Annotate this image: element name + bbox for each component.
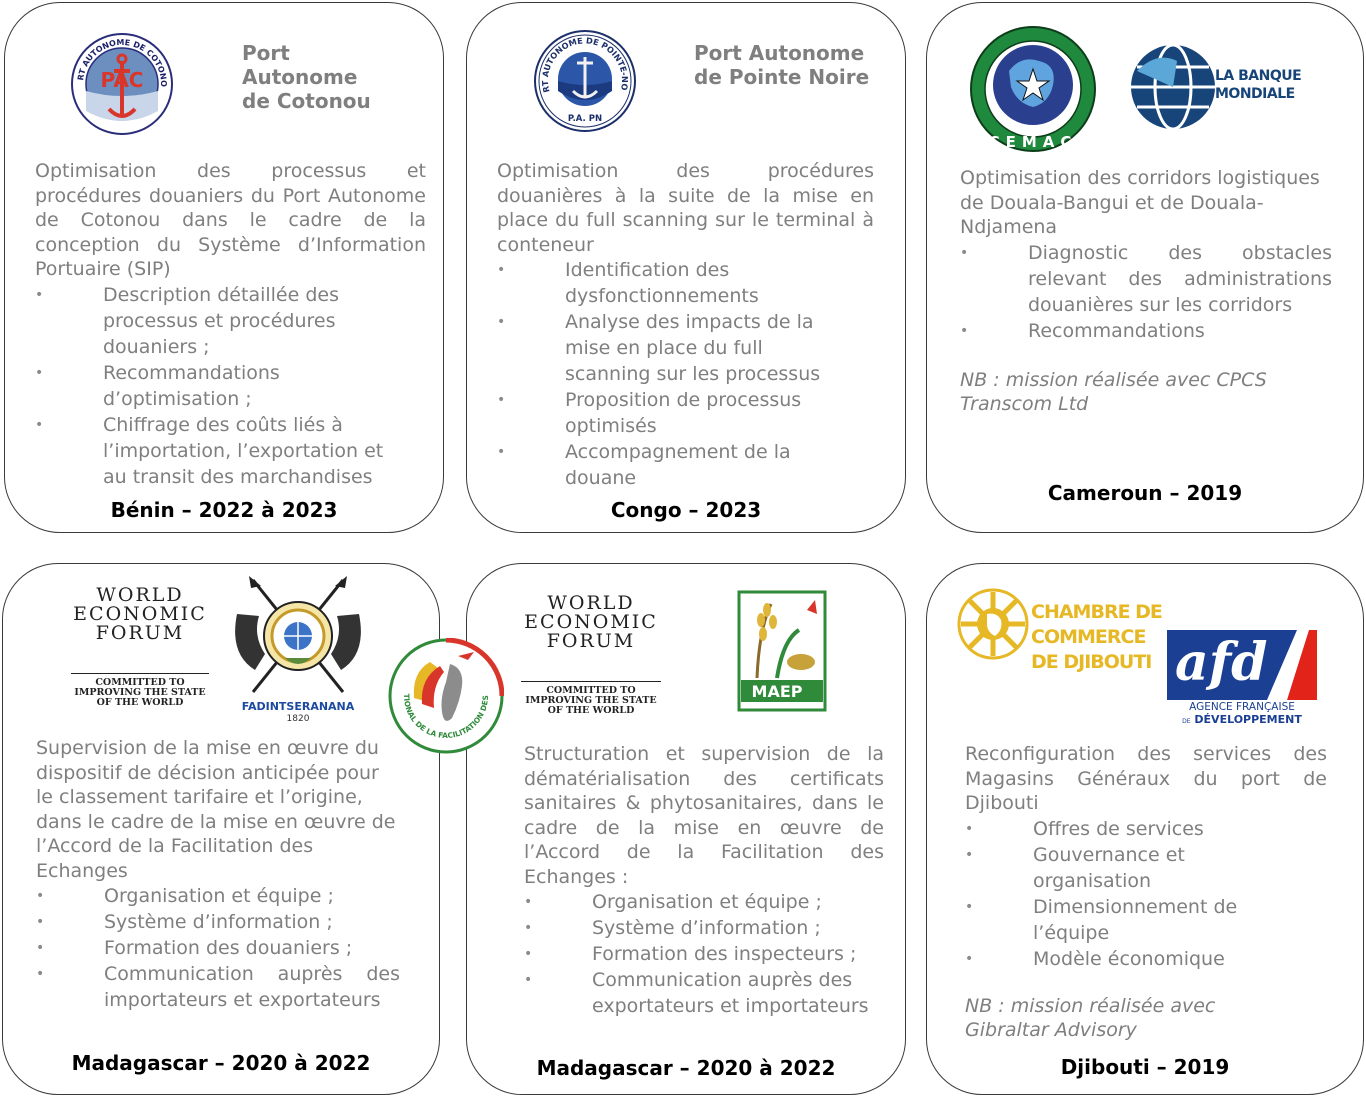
ccd-logo: CHAMBRE DE COMMERCE DE DJIBOUTI (957, 586, 1267, 673)
afd-line1: AGENCE FRANÇAISE (1189, 701, 1295, 713)
card-description: Supervision de la mise en œuvre du dispo… (36, 737, 396, 882)
bullet-list: Description détaillée des processus et p… (35, 282, 426, 490)
wef-logo: WORLD ECONOMIC FORUM COMMITTED TO IMPROV… (517, 592, 665, 716)
emblem-label: FADINTSERANANA (241, 700, 355, 713)
card-footer: Congo – 2023 (610, 498, 762, 522)
card-description: Reconfiguration des services des Magasin… (965, 743, 1327, 814)
wef-tag2: IMPROVING THE STATE (525, 695, 657, 706)
list-item: Chiffrage des coûts liés à l’importation… (35, 412, 426, 490)
wef-tag2: IMPROVING THE STATE (74, 687, 206, 698)
list-item: Recommandations (960, 318, 1332, 344)
list-item: Proposition de processus optimisés (497, 387, 874, 439)
list-item: Accompagnement de la douane (497, 439, 874, 491)
wef-tag3: OF THE WORLD (547, 705, 635, 716)
list-item: Identification des dysfonctionnements (497, 257, 874, 309)
wef-tag1: COMMITTED TO (95, 677, 185, 688)
papn-mark: P.A. PN (568, 114, 602, 124)
list-item: Organisation et équipe ; (524, 889, 884, 915)
pac-cotonou-logo: PORT AUTONOME DE COTONOU PAC (66, 24, 175, 137)
card-footer: Cameroun – 2019 (1047, 481, 1243, 505)
banque-mondiale-logo: LA BANQUE MONDIALE (1127, 41, 1317, 133)
afd-logo: afd AGENCE FRANÇAISE DE DÉVELOPPEMENT (1167, 630, 1317, 732)
list-item: Formation des douaniers ; (36, 935, 400, 961)
card-djibouti: CHAMBRE DE COMMERCE DE DJIBOUTI afd AGEN… (926, 563, 1364, 1095)
card-description: Optimisation des processus et procédures… (35, 160, 426, 280)
cnfe-logo: COMITÉ NATIONAL DE LA FACILITATION DES É… (384, 631, 505, 754)
nb-note: NB : mission réalisée avec CPCS Transcom… (960, 368, 1267, 416)
wef-logo: WORLD ECONOMIC FORUM COMMITTED TO IMPROV… (67, 584, 213, 708)
banque-mondiale-line1: LA BANQUE (1215, 68, 1302, 84)
bullet-list: Organisation et équipe ; Système d’infor… (36, 883, 400, 1013)
bullet-list: Offres de services Gouvernance et organi… (965, 816, 1327, 972)
wef-line2: ECONOMIC (73, 603, 207, 625)
wef-line1: WORLD (96, 584, 184, 606)
maep-label: MAEP (752, 682, 803, 701)
ccd-line1: CHAMBRE DE COMMERCE (1031, 601, 1163, 648)
list-item: Dimensionnement de l’équipe (965, 894, 1327, 946)
card-madagascar-1: WORLD ECONOMIC FORUM COMMITTED TO IMPROV… (2, 563, 440, 1095)
card-description: Optimisation des corridors logistiques d… (960, 167, 1320, 238)
card-congo: PORT AUTONOME DE POINTE-NOIRE P.A. PN Po… (466, 2, 906, 533)
maep-logo: MAEP (737, 590, 827, 712)
org-name: Port Autonome de Cotonou (242, 41, 371, 113)
list-item: Description détaillée des processus et p… (35, 282, 426, 360)
card-description: Structuration et supervision de la démat… (524, 743, 884, 888)
nb-note: NB : mission réalisée avec Gibraltar Adv… (965, 994, 1216, 1042)
bullet-list: Diagnostic des obstacles relevant des ad… (960, 240, 1332, 344)
cemac-logo: CEMAC (969, 25, 1097, 153)
list-item: Système d’information ; (36, 909, 400, 935)
madagascar-douane-emblem: FADINTSERANANA 1820 (229, 574, 367, 726)
wef-line3: FORUM (95, 622, 185, 644)
list-item: Communication auprès des importateurs et… (36, 961, 400, 1013)
papn-logo: PORT AUTONOME DE POINTE-NOIRE P.A. PN (530, 21, 637, 133)
banque-mondiale-line2: MONDIALE (1215, 86, 1295, 102)
list-item: Offres de services (965, 816, 1327, 842)
org-name: Port Autonome de Pointe Noire (694, 41, 870, 89)
list-item: Recommandations d’optimisation ; (35, 360, 426, 412)
afd-line2: DÉVELOPPEMENT (1194, 713, 1302, 726)
card-madagascar-2: WORLD ECONOMIC FORUM COMMITTED TO IMPROV… (466, 563, 906, 1095)
card-footer: Madagascar – 2020 à 2022 (536, 1056, 836, 1080)
card-footer: Bénin – 2022 à 2023 (110, 498, 338, 522)
list-item: Système d’information ; (524, 915, 884, 941)
bullet-list: Identification des dysfonctionnements An… (497, 257, 874, 491)
card-footer: Djibouti – 2019 (1060, 1055, 1230, 1079)
wef-tag3: OF THE WORLD (96, 697, 184, 708)
emblem-year: 1820 (286, 714, 310, 724)
card-description: Optimisation des procédures douanières à… (497, 160, 874, 256)
list-item: Gouvernance et organisation (965, 842, 1327, 894)
wef-line3: FORUM (546, 630, 636, 652)
afd-small: DE (1182, 718, 1191, 725)
card-cameroun: CEMAC LA BANQUE MONDIALE Optimisation de… (926, 2, 1364, 533)
ccd-line2: DE DJIBOUTI (1031, 651, 1152, 673)
wef-line2: ECONOMIC (524, 611, 658, 633)
wef-tag1: COMMITTED TO (546, 685, 636, 696)
list-item: Diagnostic des obstacles relevant des ad… (960, 240, 1332, 318)
list-item: Communication auprès des exportateurs et… (524, 967, 884, 1019)
card-footer: Madagascar – 2020 à 2022 (71, 1051, 371, 1075)
card-benin: PORT AUTONOME DE COTONOU PAC Port Autono… (4, 2, 444, 533)
list-item: Modèle économique (965, 946, 1327, 972)
bullet-list: Organisation et équipe ; Système d’infor… (524, 889, 884, 1019)
list-item: Analyse des impacts de la mise en place … (497, 309, 874, 387)
cemac-mark: CEMAC (989, 133, 1078, 151)
afd-mark: afd (1175, 632, 1268, 693)
list-item: Organisation et équipe ; (36, 883, 400, 909)
list-item: Formation des inspecteurs ; (524, 941, 884, 967)
wef-line1: WORLD (547, 592, 635, 614)
